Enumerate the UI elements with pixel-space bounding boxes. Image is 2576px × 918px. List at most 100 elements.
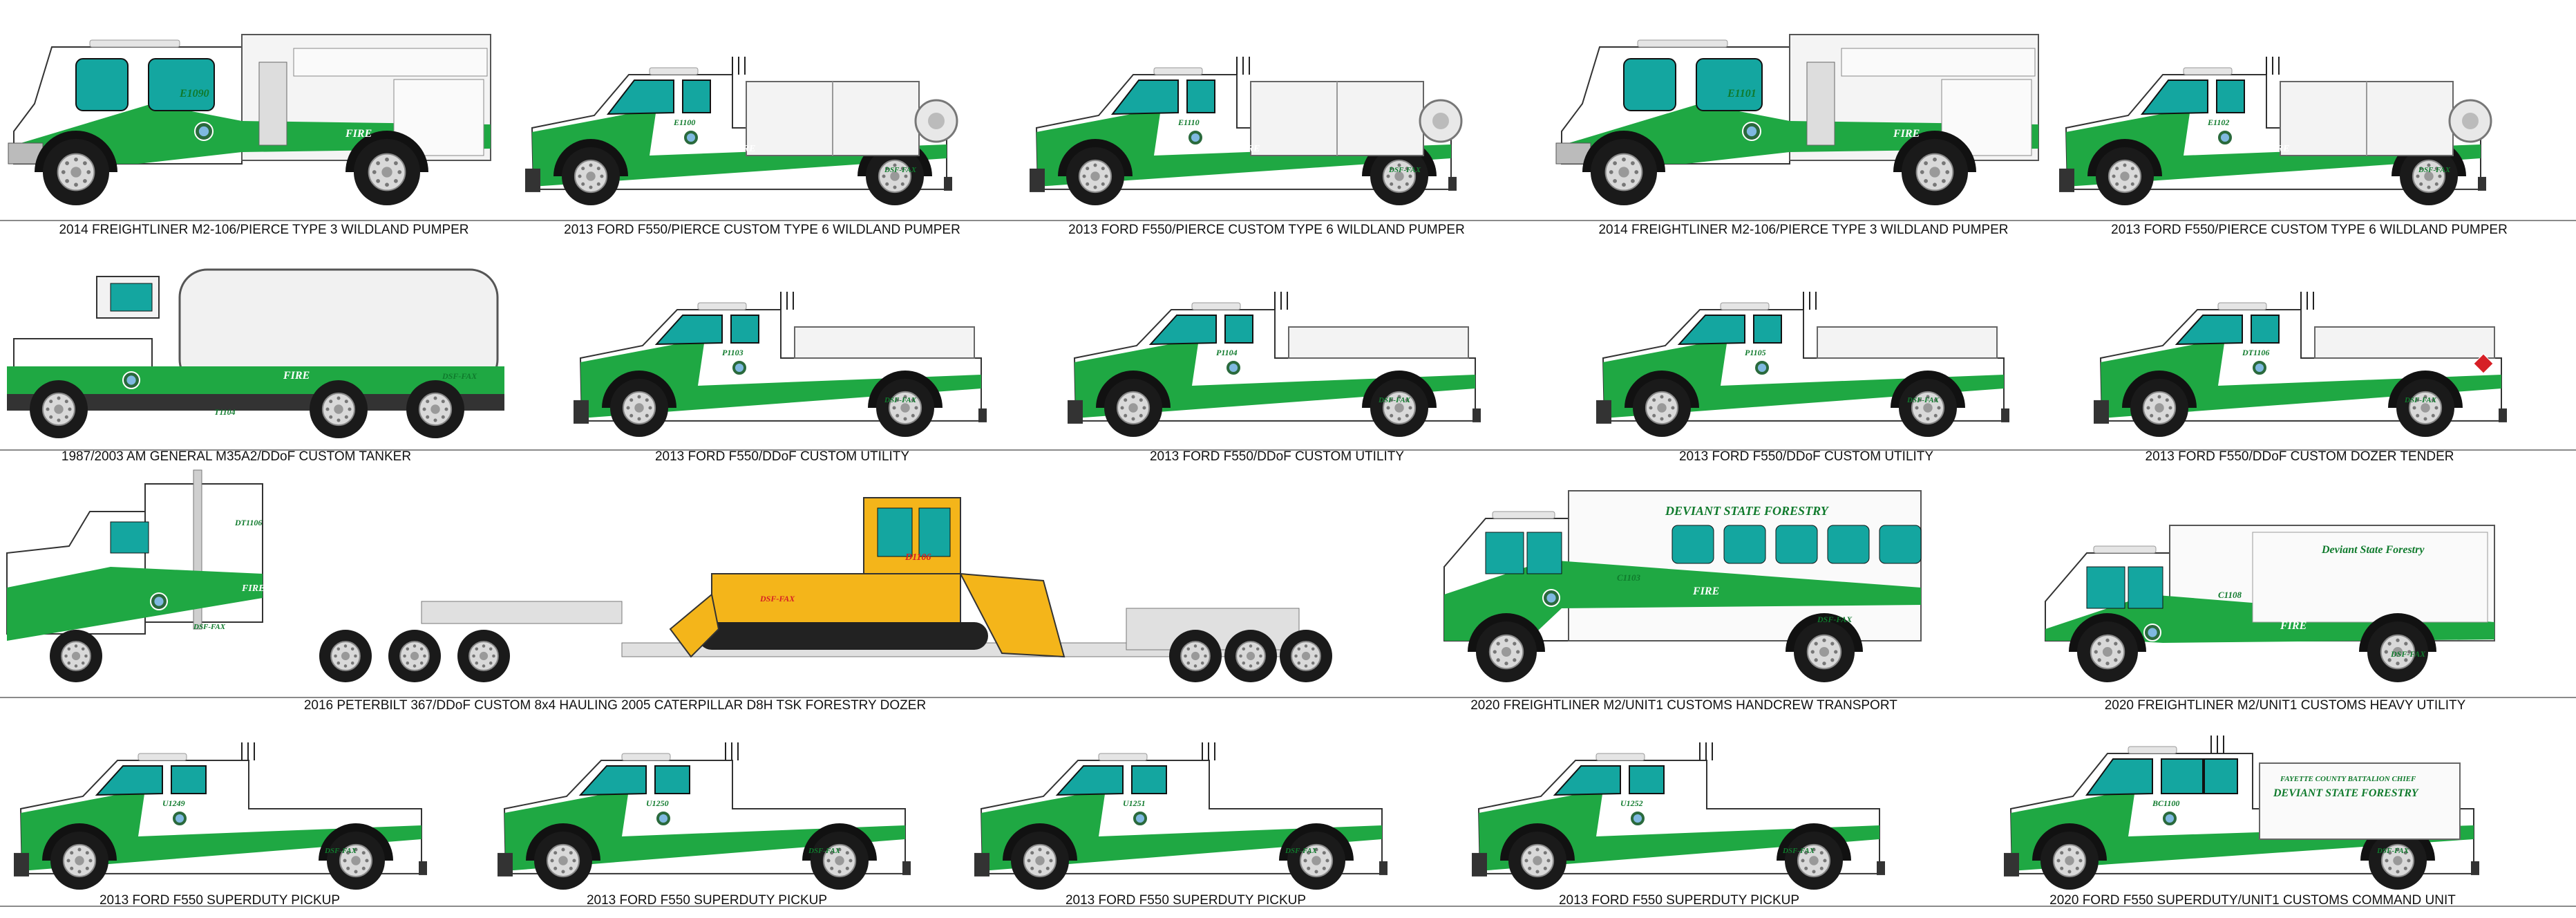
wheel: [1169, 630, 1222, 682]
department-lettering: DSF-FAX: [1782, 847, 1815, 855]
side-window: [1753, 315, 1782, 344]
wheel: [50, 832, 108, 890]
wheel: [388, 630, 441, 682]
wheel: [50, 630, 102, 682]
light-bar: [1492, 511, 1555, 519]
department-lettering: DSF-FAX: [884, 166, 917, 174]
light-bar: [2128, 746, 2177, 754]
rear-window: [2204, 758, 2238, 794]
department-lettering: DSF-FAX: [1906, 396, 1940, 404]
green-stripe: [532, 109, 947, 187]
green-stripe: [981, 789, 1382, 871]
wheel: [2396, 379, 2454, 437]
wheel: [1287, 832, 1345, 890]
crew-body: [1568, 490, 1922, 641]
utility-toolbox: [1288, 326, 1469, 359]
row-divider: [0, 906, 2576, 907]
department-lettering: DSF-FAX: [884, 396, 917, 404]
vehicle-caption: 2014 FREIGHTLINER M2-106/PIERCE TYPE 3 W…: [1598, 223, 2009, 237]
green-stripe: [2101, 339, 2501, 418]
wheel: [457, 630, 510, 682]
windshield-window: [578, 765, 647, 796]
unit-number: P1103: [722, 348, 744, 357]
side-window: [110, 521, 149, 554]
rear-bumper: [2001, 408, 2009, 422]
side-window: [1131, 765, 1167, 794]
unit-number: DT1106: [234, 518, 262, 527]
wheel: [562, 147, 620, 205]
rear-bumper: [978, 408, 987, 422]
wheel: [1104, 379, 1162, 437]
light-bar: [649, 67, 699, 75]
wheel: [1899, 379, 1957, 437]
rear-bumper: [902, 861, 911, 875]
department-lettering: DSF-FAX: [2390, 649, 2426, 659]
green-stripe: [1074, 339, 1475, 418]
wheel: [2400, 147, 2458, 205]
vehicle-text: FAYETTE COUNTY BATTALION CHIEF: [2280, 775, 2416, 783]
row-divider: [0, 220, 2576, 221]
wheel: [2040, 832, 2099, 890]
green-stripe: [1603, 339, 2004, 418]
department-seal-icon: [2161, 810, 2178, 827]
crew-window: [1671, 525, 1714, 564]
windshield-window: [2175, 315, 2243, 346]
department-lettering: DSF-FAX: [1388, 166, 1421, 174]
vehicle-caption: 2013 FORD F550 SUPERDUTY PICKUP: [1558, 893, 1800, 908]
fire-lettering: FIRE: [1678, 825, 1702, 835]
unit-number: E1101: [1727, 88, 1756, 100]
fire-lettering: FIRE: [2210, 825, 2234, 835]
vehicle-caption: 2013 FORD F550/DDoF CUSTOM UTILITY: [1149, 449, 1405, 464]
wheel: [534, 832, 592, 890]
compartment-door: [2252, 532, 2488, 623]
wheel: [2367, 621, 2428, 682]
department-seal-icon: [655, 810, 672, 827]
green-stripe: [21, 789, 422, 871]
dozer-window: [918, 507, 951, 557]
dozer-track: [698, 622, 988, 650]
windshield-window: [1110, 79, 1179, 115]
hazmat-placard-icon: [2473, 353, 2494, 374]
rear-bumper: [2499, 408, 2507, 422]
side-window: [654, 765, 690, 794]
windshield-window: [654, 315, 723, 346]
rear-bumper: [1379, 861, 1388, 875]
vehicle-caption: 2020 FREIGHTLINER M2/UNIT1 CUSTOMS HANDC…: [1470, 698, 1897, 713]
wheel: [1591, 139, 1657, 205]
wheel: [811, 832, 869, 890]
side-window: [1224, 315, 1253, 344]
green-stripe: [2011, 789, 2474, 871]
windshield-window: [95, 765, 163, 796]
light-bar: [1098, 753, 1148, 761]
wheel: [2077, 621, 2138, 682]
wheel: [1785, 832, 1843, 890]
green-stripe: [580, 339, 981, 418]
agency-banner: Deviant State Forestry: [2321, 544, 2425, 556]
side-window: [682, 79, 711, 113]
light-bar: [138, 753, 187, 761]
wheel: [876, 379, 934, 437]
wheel: [30, 380, 88, 438]
wheel: [327, 832, 385, 890]
light-bar: [1637, 39, 1728, 48]
windshield-window: [2085, 758, 2153, 796]
rear-bumper: [1448, 176, 1457, 191]
side-window: [110, 283, 153, 312]
department-seal-icon: [1742, 122, 1761, 141]
windshield-window: [1485, 532, 1524, 574]
hose-reel-hub: [2462, 113, 2479, 129]
green-stripe: [504, 789, 905, 871]
department-seal-icon: [2217, 129, 2233, 146]
vehicle-caption: 2020 FREIGHTLINER M2/UNIT1 CUSTOMS HEAVY…: [2104, 698, 2466, 713]
